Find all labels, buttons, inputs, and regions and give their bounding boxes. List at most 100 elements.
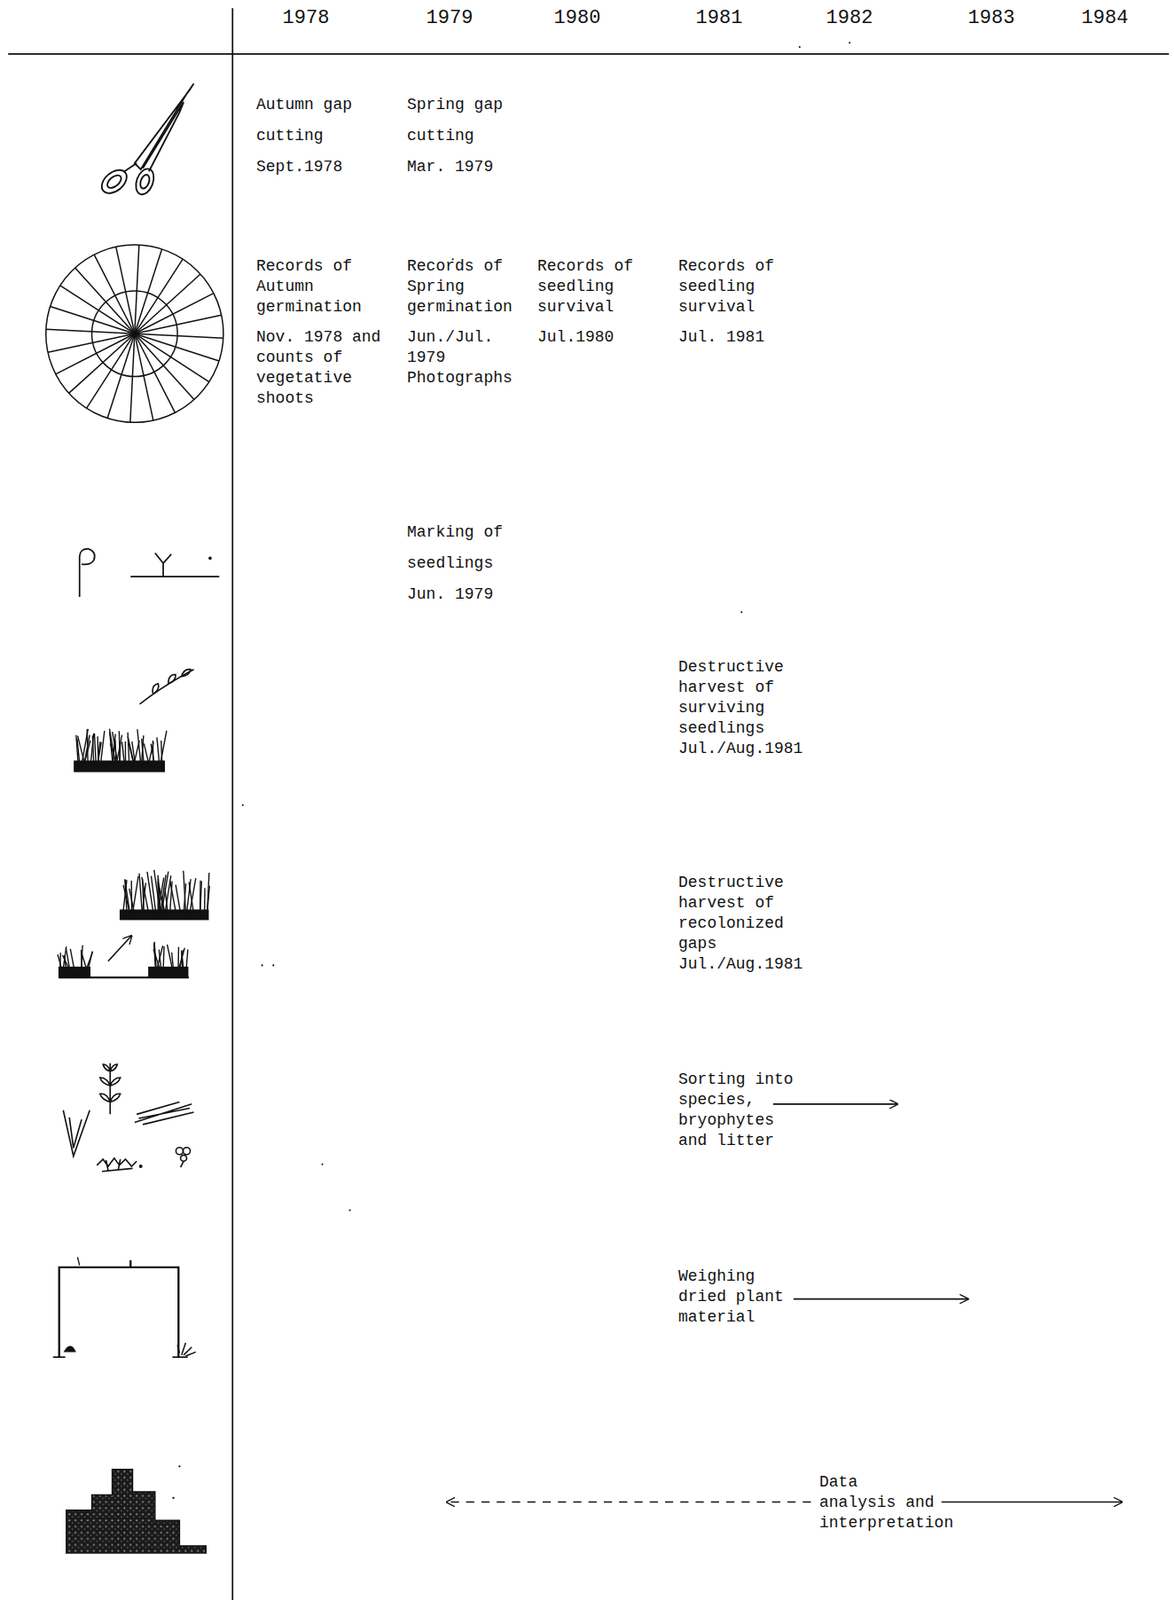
spoke-line	[93, 254, 135, 334]
grass-blade	[133, 876, 139, 913]
balance-icon	[53, 1256, 196, 1357]
grass-blade	[175, 884, 181, 913]
grass-blade	[65, 947, 70, 970]
grass-blade	[57, 954, 63, 970]
spoke-line	[134, 293, 214, 335]
grass-blade	[70, 948, 74, 970]
spoke-line	[134, 333, 154, 421]
spoke-line	[116, 246, 135, 334]
grass-blade	[151, 876, 157, 913]
grass-blade	[84, 740, 91, 764]
activity-note: Jul. 1981	[678, 327, 794, 348]
grass-blade	[125, 741, 127, 764]
grass-blade	[200, 880, 203, 912]
activity-note: Jul.1980	[537, 327, 653, 348]
grass-blade	[164, 888, 168, 913]
grass-blade	[188, 881, 194, 912]
histogram-icon	[66, 1464, 207, 1553]
year-header: 1980	[554, 7, 602, 31]
spoke-line	[69, 333, 135, 393]
grass-blade	[181, 950, 185, 970]
activity-note: Autumn gap cutting Sept.1978	[256, 89, 357, 183]
column-rule	[231, 7, 234, 1600]
spoke-line	[134, 273, 201, 334]
recolonized-gap-icon	[57, 869, 210, 978]
spoke-line	[55, 333, 135, 375]
grass-blade	[128, 740, 134, 763]
grass-blade	[186, 948, 188, 970]
plant-parts-icon	[62, 1063, 194, 1172]
grass-blade	[133, 740, 140, 764]
spoke-line	[134, 333, 176, 413]
duration-arrow	[773, 1103, 898, 1105]
spoke-line	[134, 333, 195, 400]
grass-blade	[93, 733, 96, 764]
grass-blade	[162, 946, 165, 970]
activity-note: Destructive harvest of surviving seedlin…	[678, 657, 808, 760]
sample-circle-icon	[46, 244, 224, 423]
year-header: 1981	[696, 7, 744, 31]
activity-note: Marking of seedlings Jun. 1979	[406, 516, 508, 611]
grass-blade	[143, 743, 149, 763]
grass-blade	[160, 730, 167, 764]
grass-blade	[78, 735, 86, 764]
grass-blade	[170, 880, 177, 912]
seedling-turf-icon	[74, 669, 195, 772]
grass-blade	[178, 947, 185, 970]
grass-blade	[157, 877, 164, 913]
activity-note: Records of Autumn germination	[256, 256, 372, 318]
grass-blade	[147, 871, 154, 913]
grass-blade	[141, 735, 144, 763]
grass-blade	[148, 742, 155, 764]
grass-blade	[112, 731, 118, 763]
grass-blade	[101, 730, 105, 764]
grass-blade	[86, 951, 93, 970]
grass-blade	[183, 870, 187, 913]
activity-note: Destructive harvest of recolonized gaps …	[678, 872, 808, 975]
duration-arrow	[941, 1501, 1123, 1503]
year-header: 1978	[282, 7, 330, 31]
activity-note: Records of seedling survival	[678, 256, 794, 318]
grass-blade	[90, 733, 94, 764]
grass-blade	[170, 880, 173, 912]
duration-arrow-dashed	[446, 1501, 812, 1503]
activity-note: Nov. 1978 and counts of vegetative shoot…	[256, 327, 391, 409]
grass-blade	[81, 945, 83, 970]
year-header: 1984	[1081, 7, 1129, 31]
grass-blade	[87, 951, 93, 970]
activity-note: Records of seedling survival	[537, 256, 653, 318]
grass-blade	[172, 952, 174, 970]
grass-blade	[207, 872, 210, 913]
activity-note: Records of Spring germination	[406, 256, 523, 318]
seedling-marker-icon	[79, 548, 220, 597]
grass-blade	[183, 883, 186, 912]
grass-blade	[142, 878, 145, 913]
grass-blade	[207, 885, 211, 913]
speck-marks	[242, 41, 852, 1211]
grass-blade	[141, 876, 149, 913]
grass-blade	[131, 880, 134, 913]
grass-blade	[156, 736, 160, 763]
activity-note: Weighing dried plant material	[678, 1266, 789, 1328]
scissors-icon	[97, 83, 195, 198]
grass-blade	[153, 948, 160, 970]
activity-note: Sorting into species, bryophytes and lit…	[678, 1069, 799, 1151]
spoke-line	[75, 267, 135, 334]
header-rule	[7, 53, 1169, 55]
year-header: 1979	[426, 7, 474, 31]
year-header: 1983	[968, 7, 1016, 31]
grass-blade	[127, 732, 130, 764]
grass-blade	[125, 878, 130, 912]
year-header: 1982	[826, 7, 874, 31]
grass-blade	[122, 741, 126, 763]
activity-note: Spring gap cutting Mar. 1979	[406, 89, 508, 183]
duration-arrow	[793, 1298, 969, 1300]
spoke-line	[47, 333, 135, 353]
grass-blade	[76, 735, 79, 764]
grass-blade	[199, 880, 202, 913]
grass-blade	[203, 887, 206, 912]
activity-note: Data analysis and interpretation	[819, 1471, 940, 1534]
grass-blade	[156, 945, 164, 970]
spoke-line	[134, 314, 222, 334]
